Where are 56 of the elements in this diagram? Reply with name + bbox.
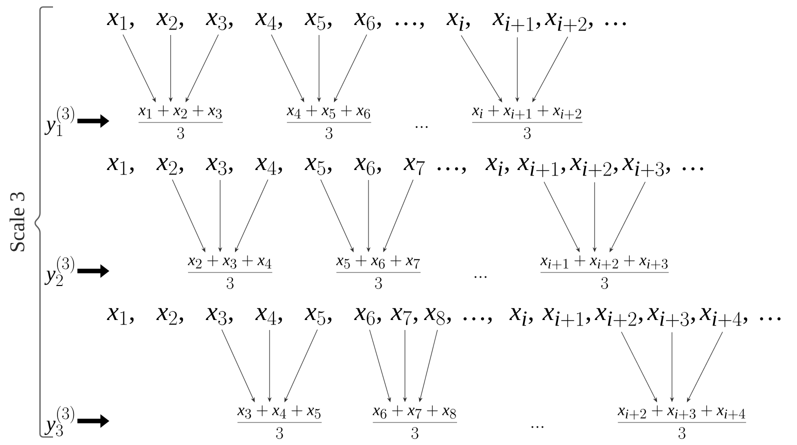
scale-label: Scale 3: [10, 192, 24, 252]
math-term: $x_{i+1},$: [492, 13, 540, 32]
fraction: $\frac{x_{i+2} + x_{i+3} + x_{i+4}}{3}$: [618, 405, 746, 439]
math-term: $x_3,$: [206, 158, 233, 176]
math-term: $x_3,$: [206, 308, 233, 326]
math-term: $x_5,$: [304, 13, 332, 30]
ellipsis: …,: [396, 22, 424, 29]
ellipsis: …: [416, 126, 428, 128]
output-label: $y_1^{(3)}$: [44, 106, 74, 136]
math-term: $x_{i+1},$: [542, 308, 590, 328]
ellipsis: …,: [464, 317, 492, 324]
math-term: $x_1,$: [106, 158, 134, 175]
math-term: $x_1,$: [106, 13, 134, 30]
math-term: $x_2,$: [156, 308, 184, 325]
fraction: $\frac{x_4 + x_5 + x_6}{3}$: [286, 105, 372, 139]
math-term: $x_i,$: [446, 13, 470, 31]
math-term: $x_{i+3},$: [647, 308, 695, 328]
math-term: $x_4,$: [255, 158, 282, 175]
fraction: $\frac{x_6 + x_7 + x_8}{3}$: [372, 405, 458, 439]
ellipsis: …,: [438, 167, 466, 174]
fraction: $\frac{x_1 + x_2 + x_3}{3}$: [138, 105, 223, 139]
math-term: $x_4,$: [255, 13, 282, 30]
fraction: $\frac{x_2 + x_3 + x_4}{3}$: [188, 255, 272, 289]
math-term: $x_{i+4},$: [700, 308, 748, 328]
math-term: $x_2,$: [156, 13, 184, 30]
math-term: $x_7,$: [390, 308, 418, 326]
math-term: $x_6,$: [354, 13, 381, 30]
math-term: $x_{i+3},$: [622, 158, 670, 178]
fraction: $\frac{x_5 + x_6 + x_7}{3}$: [336, 255, 421, 289]
math-term: $x_i,$: [509, 308, 533, 326]
fraction: $\frac{x_i + x_{i+1} + x_{i+2}}{3}$: [472, 105, 582, 139]
math-term: $x_{i+1},$: [517, 158, 566, 178]
ellipsis: …: [605, 22, 626, 26]
ellipsis: …: [760, 317, 781, 320]
math-term: $x_{i+2},$: [594, 308, 642, 328]
ellipsis: …: [682, 167, 704, 170]
math-term: $x_5,$: [304, 158, 332, 176]
math-term: $x_i,$: [485, 158, 509, 176]
math-term: $x_4,$: [255, 308, 282, 325]
math-term: $x_3,$: [206, 13, 233, 30]
output-label: $y_3^{(3)}$: [44, 406, 74, 436]
math-term: $x_{i+2},$: [570, 158, 618, 178]
math-term: $x_2,$: [156, 158, 184, 175]
math-term: $x_6,$: [354, 308, 381, 326]
math-term: $x_1,$: [106, 308, 134, 325]
math-term: $x_7$: [404, 158, 425, 176]
output-label: $y_2^{(3)}$: [44, 256, 74, 286]
math-term: $x_8,$: [424, 308, 451, 326]
math-term: $x_5,$: [304, 308, 332, 326]
ellipsis: …: [532, 426, 544, 428]
math-term: $x_6,$: [354, 158, 381, 176]
fraction: $\frac{x_{i+1} + x_{i+2} + x_{i+3}}{3}$: [540, 255, 669, 289]
fraction: $\frac{x_3 + x_4 + x_5}{3}$: [237, 405, 322, 439]
ellipsis: …: [474, 276, 486, 278]
arrow: [460, 35, 502, 102]
math-term: $x_{i+2},$: [544, 13, 593, 32]
